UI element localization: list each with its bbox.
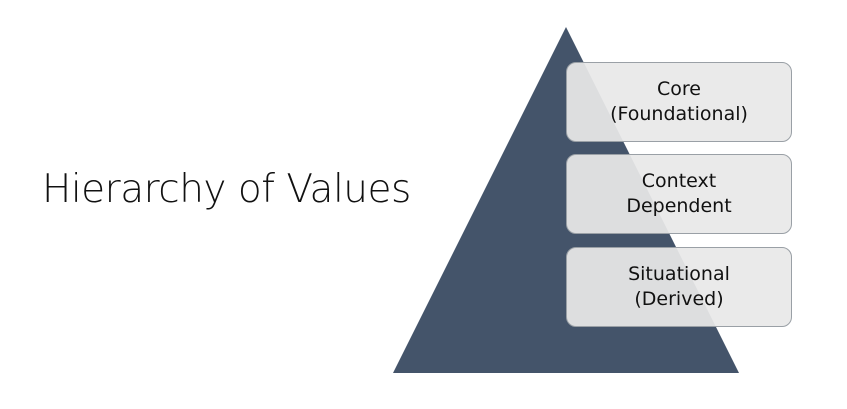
level-core: Core (Foundational) bbox=[566, 62, 792, 142]
level-core-line1: Core bbox=[657, 78, 701, 101]
level-context-dependent: Context Dependent bbox=[566, 154, 792, 234]
level-situational: Situational (Derived) bbox=[566, 247, 792, 327]
level-context-line1: Context bbox=[641, 170, 717, 193]
level-core-line2: (Foundational) bbox=[610, 103, 748, 125]
level-situational-line1: Situational bbox=[628, 263, 730, 286]
diagram-title: Hierarchy of Values bbox=[42, 167, 411, 212]
level-context-line2: Dependent bbox=[626, 195, 732, 217]
level-situational-line2: (Derived) bbox=[634, 288, 724, 310]
